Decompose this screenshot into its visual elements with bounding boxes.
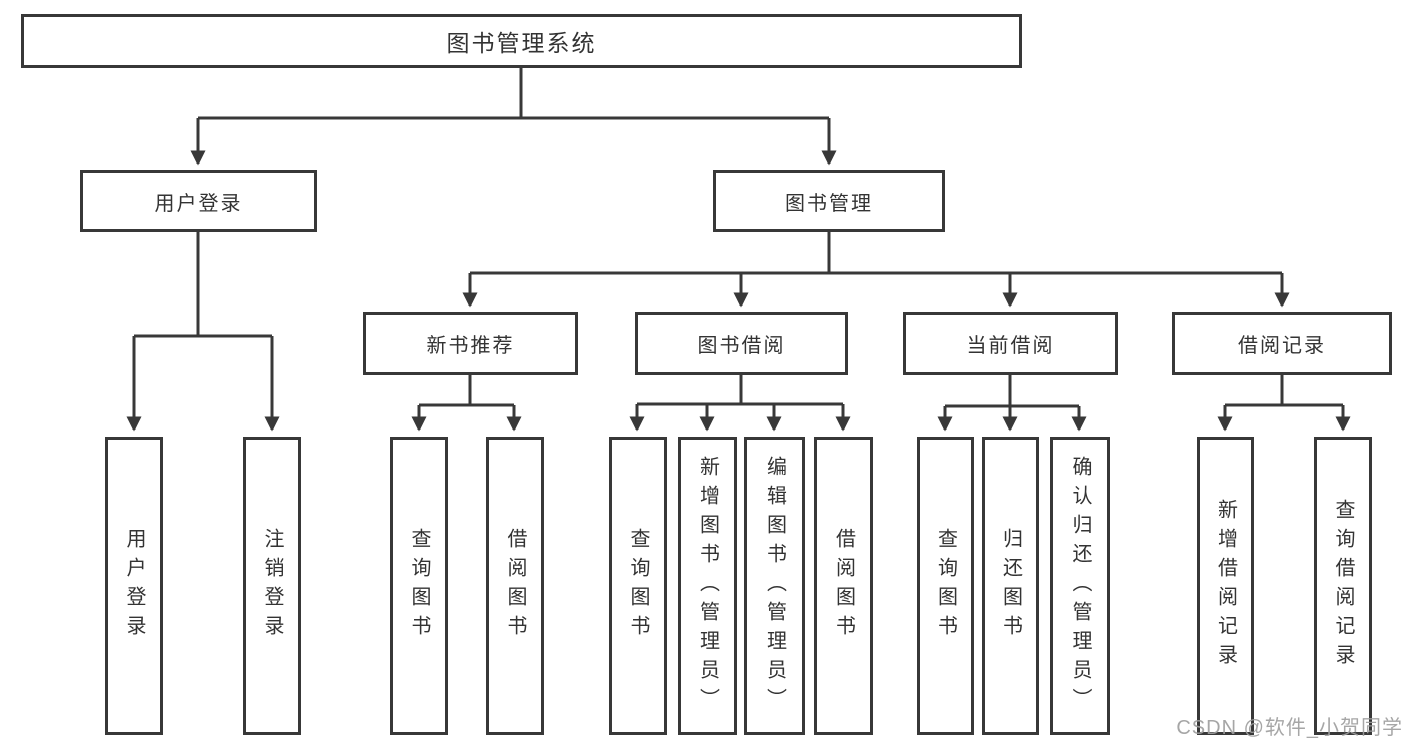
node-book-borrowing: 图书借阅 (635, 312, 848, 375)
leaf-user-login: 用户登录 (105, 437, 163, 735)
node-book-management: 图书管理 (713, 170, 945, 232)
leaf-query-books-current: 查询图书 (917, 437, 974, 735)
leaf-edit-book-admin: 编辑图书（管理员） (744, 437, 805, 735)
node-borrowing-records: 借阅记录 (1172, 312, 1392, 375)
leaf-borrow-books: 借阅图书 (814, 437, 873, 735)
node-user-login: 用户登录 (80, 170, 317, 232)
leaf-add-book-admin: 新增图书（管理员） (678, 437, 737, 735)
node-library-management-system: 图书管理系统 (21, 14, 1022, 68)
leaf-logout: 注销登录 (243, 437, 301, 735)
leaf-query-books-recommend: 查询图书 (390, 437, 448, 735)
leaf-query-books-borrowing: 查询图书 (609, 437, 667, 735)
leaf-add-borrow-record: 新增借阅记录 (1197, 437, 1254, 735)
node-current-borrowing: 当前借阅 (903, 312, 1118, 375)
leaf-query-borrow-record: 查询借阅记录 (1314, 437, 1372, 735)
leaf-return-book: 归还图书 (982, 437, 1039, 735)
leaf-confirm-return-admin: 确认归还（管理员） (1050, 437, 1110, 735)
csdn-watermark: CSDN @软件_小贺同学 (1176, 717, 1403, 739)
node-new-book-recommend: 新书推荐 (363, 312, 578, 375)
leaf-borrow-books-recommend: 借阅图书 (486, 437, 544, 735)
